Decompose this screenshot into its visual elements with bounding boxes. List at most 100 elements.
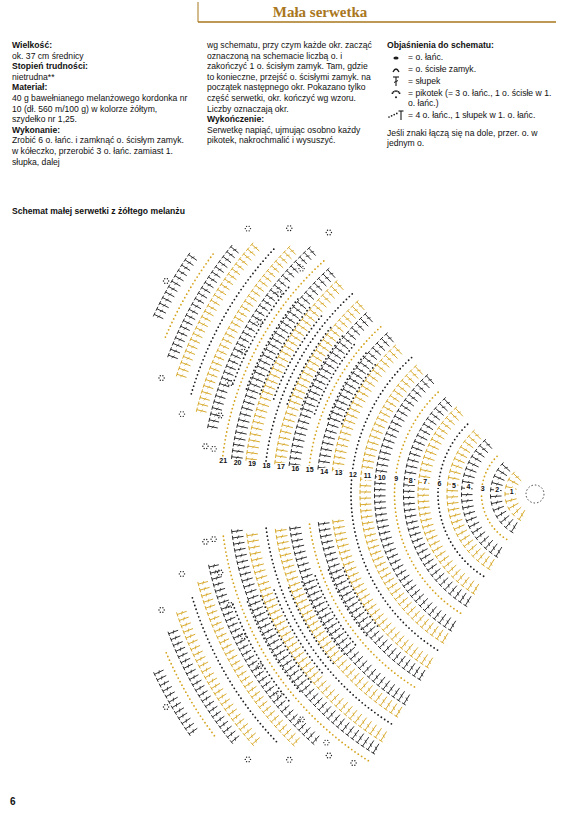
stitch-post <box>352 306 360 314</box>
chain-dot <box>351 372 353 374</box>
chain-dot <box>432 397 434 399</box>
stitch-bar <box>443 625 447 627</box>
stitch-slash <box>393 398 396 400</box>
stitch-bar <box>375 468 377 472</box>
stitch-bar <box>320 535 322 539</box>
chain-dot <box>398 460 400 462</box>
stitch-post <box>462 577 469 586</box>
stitch-slash <box>363 618 364 622</box>
chain-dot <box>325 358 327 360</box>
stitch-post <box>339 438 350 441</box>
stitch-post <box>300 378 310 383</box>
stitch-bar <box>423 609 426 612</box>
chain-dot <box>424 580 426 582</box>
stitch-post <box>430 541 440 546</box>
chain-dot <box>316 614 318 616</box>
stitch-bar <box>386 431 388 435</box>
stitch-post <box>435 408 443 415</box>
stitch-post <box>395 416 405 421</box>
stitch-post <box>309 591 319 596</box>
stitch-post <box>469 522 479 527</box>
chain-dot <box>330 393 332 395</box>
chain-dot <box>356 622 358 624</box>
stitch-slash <box>285 431 288 434</box>
chain-dot <box>300 629 302 631</box>
stitch-post <box>292 445 303 447</box>
chain-dot <box>502 536 504 538</box>
stitch-post <box>424 559 433 565</box>
stitch-post <box>405 472 416 474</box>
chain-dot <box>395 511 397 513</box>
chain-dot <box>309 630 311 632</box>
stitch-post <box>411 647 418 656</box>
stitch-post <box>419 670 425 679</box>
chain-dot <box>338 680 340 682</box>
stitch-bar <box>383 437 384 441</box>
stitch-slash <box>365 484 367 487</box>
stitch-bar <box>517 518 521 520</box>
stitch-slash <box>417 370 421 372</box>
stitch-bar <box>408 527 409 531</box>
stitch-post <box>295 389 305 393</box>
stitch-bar <box>343 563 345 567</box>
stitch-post <box>366 448 377 451</box>
stitch-bar <box>375 513 377 517</box>
stitch-post <box>324 436 335 439</box>
stitch-post <box>455 589 462 598</box>
stitch-post <box>331 330 340 337</box>
chain-dot <box>311 450 313 452</box>
stitch-post <box>375 489 386 490</box>
stitch-bar <box>445 416 448 419</box>
chain-dot <box>303 367 305 369</box>
stitch-bar <box>487 567 491 569</box>
chain-dot <box>350 483 352 485</box>
stitch-bar <box>497 468 499 472</box>
stitch-slash <box>341 444 344 447</box>
chain-dot <box>329 634 331 636</box>
chain-dot <box>311 353 313 355</box>
chain-dot <box>321 394 323 396</box>
stitch-post <box>511 522 517 531</box>
chain-dot <box>423 640 425 642</box>
chain-dot <box>332 662 334 664</box>
stitch-slash <box>298 390 301 392</box>
stitch-slash <box>453 588 454 592</box>
chain-dot <box>315 409 317 411</box>
stitch-bar <box>381 538 382 542</box>
stitch-post <box>380 531 391 534</box>
stitch-bar <box>424 532 425 536</box>
stitch-post <box>420 598 428 606</box>
stitch-post <box>361 681 368 689</box>
chain-dot <box>440 515 442 517</box>
chain-dot <box>281 589 283 591</box>
chain-dot <box>459 432 461 434</box>
stitch-slash <box>388 358 392 360</box>
stitch-slash <box>379 482 381 485</box>
stitch-slash <box>440 552 441 556</box>
stitch-post <box>368 353 376 360</box>
stitch-slash <box>429 661 431 664</box>
chain-dot <box>391 670 393 672</box>
stitch-post <box>379 618 387 625</box>
stitch-slash <box>415 532 417 536</box>
stitch-post <box>319 374 329 379</box>
stitch-slash <box>467 444 471 445</box>
chain-dot <box>485 472 487 474</box>
chain-dot <box>397 675 399 677</box>
chain-dot <box>318 617 320 619</box>
stitch-post <box>353 373 362 379</box>
stitch-slash <box>415 393 419 394</box>
chain-dot <box>349 638 351 640</box>
stitch-post <box>467 517 477 521</box>
stitch-bar <box>428 443 430 447</box>
stitch-post <box>417 385 425 392</box>
stitch-post <box>436 551 445 557</box>
chain-dot <box>411 630 413 632</box>
stitch-slash <box>306 409 309 411</box>
stitch-slash <box>337 328 341 329</box>
stitch-post <box>369 545 379 548</box>
stitch-bar <box>383 582 385 586</box>
stitch-post <box>367 604 376 610</box>
stitch-bar <box>317 611 319 615</box>
chain-dot <box>341 423 343 425</box>
